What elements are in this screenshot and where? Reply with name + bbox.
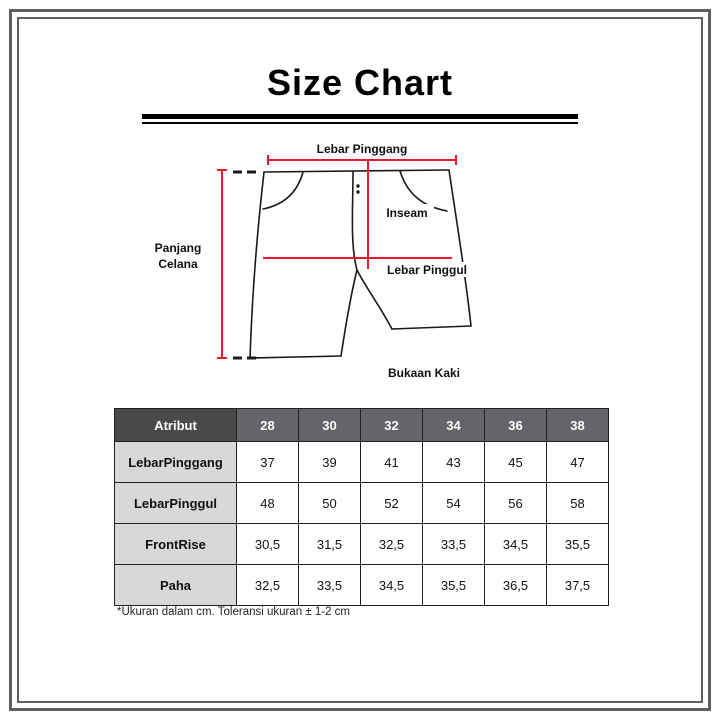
title-divider: [142, 114, 578, 124]
cell-value: 45: [484, 441, 547, 483]
cell-value: 30,5: [236, 523, 299, 565]
leg-opening-label: Bukaan Kaki: [388, 366, 460, 380]
cell-value: 35,5: [422, 564, 485, 606]
shorts-right-inner-seam: [356, 269, 393, 330]
shorts-measurement-diagram: Lebar Pinggang Panjang Celana Inseam Leb…: [155, 142, 472, 380]
page-title: Size Chart: [266, 62, 454, 103]
row-label-lebar-pinggang: LebarPinggang: [114, 441, 237, 483]
shorts-fly-line: [351, 171, 358, 271]
cell-value: 50: [298, 482, 361, 524]
header-cell-size-38: 38: [546, 408, 609, 442]
cell-value: 36,5: [484, 564, 547, 606]
cell-value: 52: [360, 482, 423, 524]
table-row-paha: Paha 32,5 33,5 34,5 35,5 36,5 37,5: [114, 564, 609, 606]
hip-measurement: Lebar Pinggul: [263, 257, 470, 277]
cell-value: 37,5: [546, 564, 609, 606]
hip-label: Lebar Pinggul: [387, 263, 467, 277]
cell-value: 58: [546, 482, 609, 524]
length-label-line1: Panjang: [155, 241, 202, 255]
shorts-left-outer-seam: [249, 171, 265, 359]
row-label-front-rise: FrontRise: [114, 523, 237, 565]
inseam-label: Inseam: [386, 206, 427, 220]
cell-value: 33,5: [422, 523, 485, 565]
shorts-outline: [249, 169, 472, 359]
shorts-right-pocket-curve: [399, 170, 448, 212]
cell-value: 33,5: [298, 564, 361, 606]
table-row-lebar-pinggul: LebarPinggul 48 50 52 54 56 58: [114, 482, 609, 524]
header-cell-size-32: 32: [360, 408, 423, 442]
cell-value: 54: [422, 482, 485, 524]
cell-value: 41: [360, 441, 423, 483]
waist-measurement: Lebar Pinggang: [267, 142, 457, 165]
cell-value: 48: [236, 482, 299, 524]
inseam-measurement: Inseam: [367, 160, 434, 269]
shorts-right-outer-seam: [448, 169, 472, 327]
row-label-lebar-pinggul: LebarPinggul: [114, 482, 237, 524]
cell-value: 34,5: [484, 523, 547, 565]
inseam-label-background: [380, 204, 434, 221]
table-row-front-rise: FrontRise 30,5 31,5 32,5 33,5 34,5 35,5: [114, 523, 609, 565]
cell-value: 34,5: [360, 564, 423, 606]
shorts-left-hem-line: [249, 355, 342, 359]
cell-value: 43: [422, 441, 485, 483]
header-cell-size-28: 28: [236, 408, 299, 442]
shorts-left-pocket-curve: [262, 171, 304, 210]
shorts-left-inner-seam: [340, 269, 358, 357]
length-measurement: Panjang Celana: [155, 169, 261, 360]
cell-value: 32,5: [360, 523, 423, 565]
row-label-paha: Paha: [114, 564, 237, 606]
shorts-right-hem-line: [391, 325, 472, 330]
length-label-line2: Celana: [158, 257, 198, 271]
shorts-button-dot-bottom: [356, 190, 360, 194]
hip-label-background: [385, 262, 470, 277]
cell-value: 32,5: [236, 564, 299, 606]
cell-value: 47: [546, 441, 609, 483]
size-tolerance-note: *Ukuran dalam cm. Toleransi ukuran ± 1-2…: [117, 606, 350, 618]
cell-value: 56: [484, 482, 547, 524]
header-cell-size-34: 34: [422, 408, 485, 442]
header-cell-atribut: Atribut: [114, 408, 237, 442]
cell-value: 31,5: [298, 523, 361, 565]
shorts-waistband-line: [263, 169, 450, 173]
table-row-lebar-pinggang: LebarPinggang 37 39 41 43 45 47: [114, 441, 609, 483]
waist-label: Lebar Pinggang: [317, 142, 408, 156]
header-cell-size-36: 36: [484, 408, 547, 442]
cell-value: 37: [236, 441, 299, 483]
header-cell-size-30: 30: [298, 408, 361, 442]
size-chart-table: Atribut 28 30 32 34 36 38 LebarPinggang …: [114, 408, 609, 606]
cell-value: 39: [298, 441, 361, 483]
cell-value: 35,5: [546, 523, 609, 565]
shorts-button-dot-top: [356, 184, 360, 188]
table-header-row: Atribut 28 30 32 34 36 38: [114, 408, 609, 442]
